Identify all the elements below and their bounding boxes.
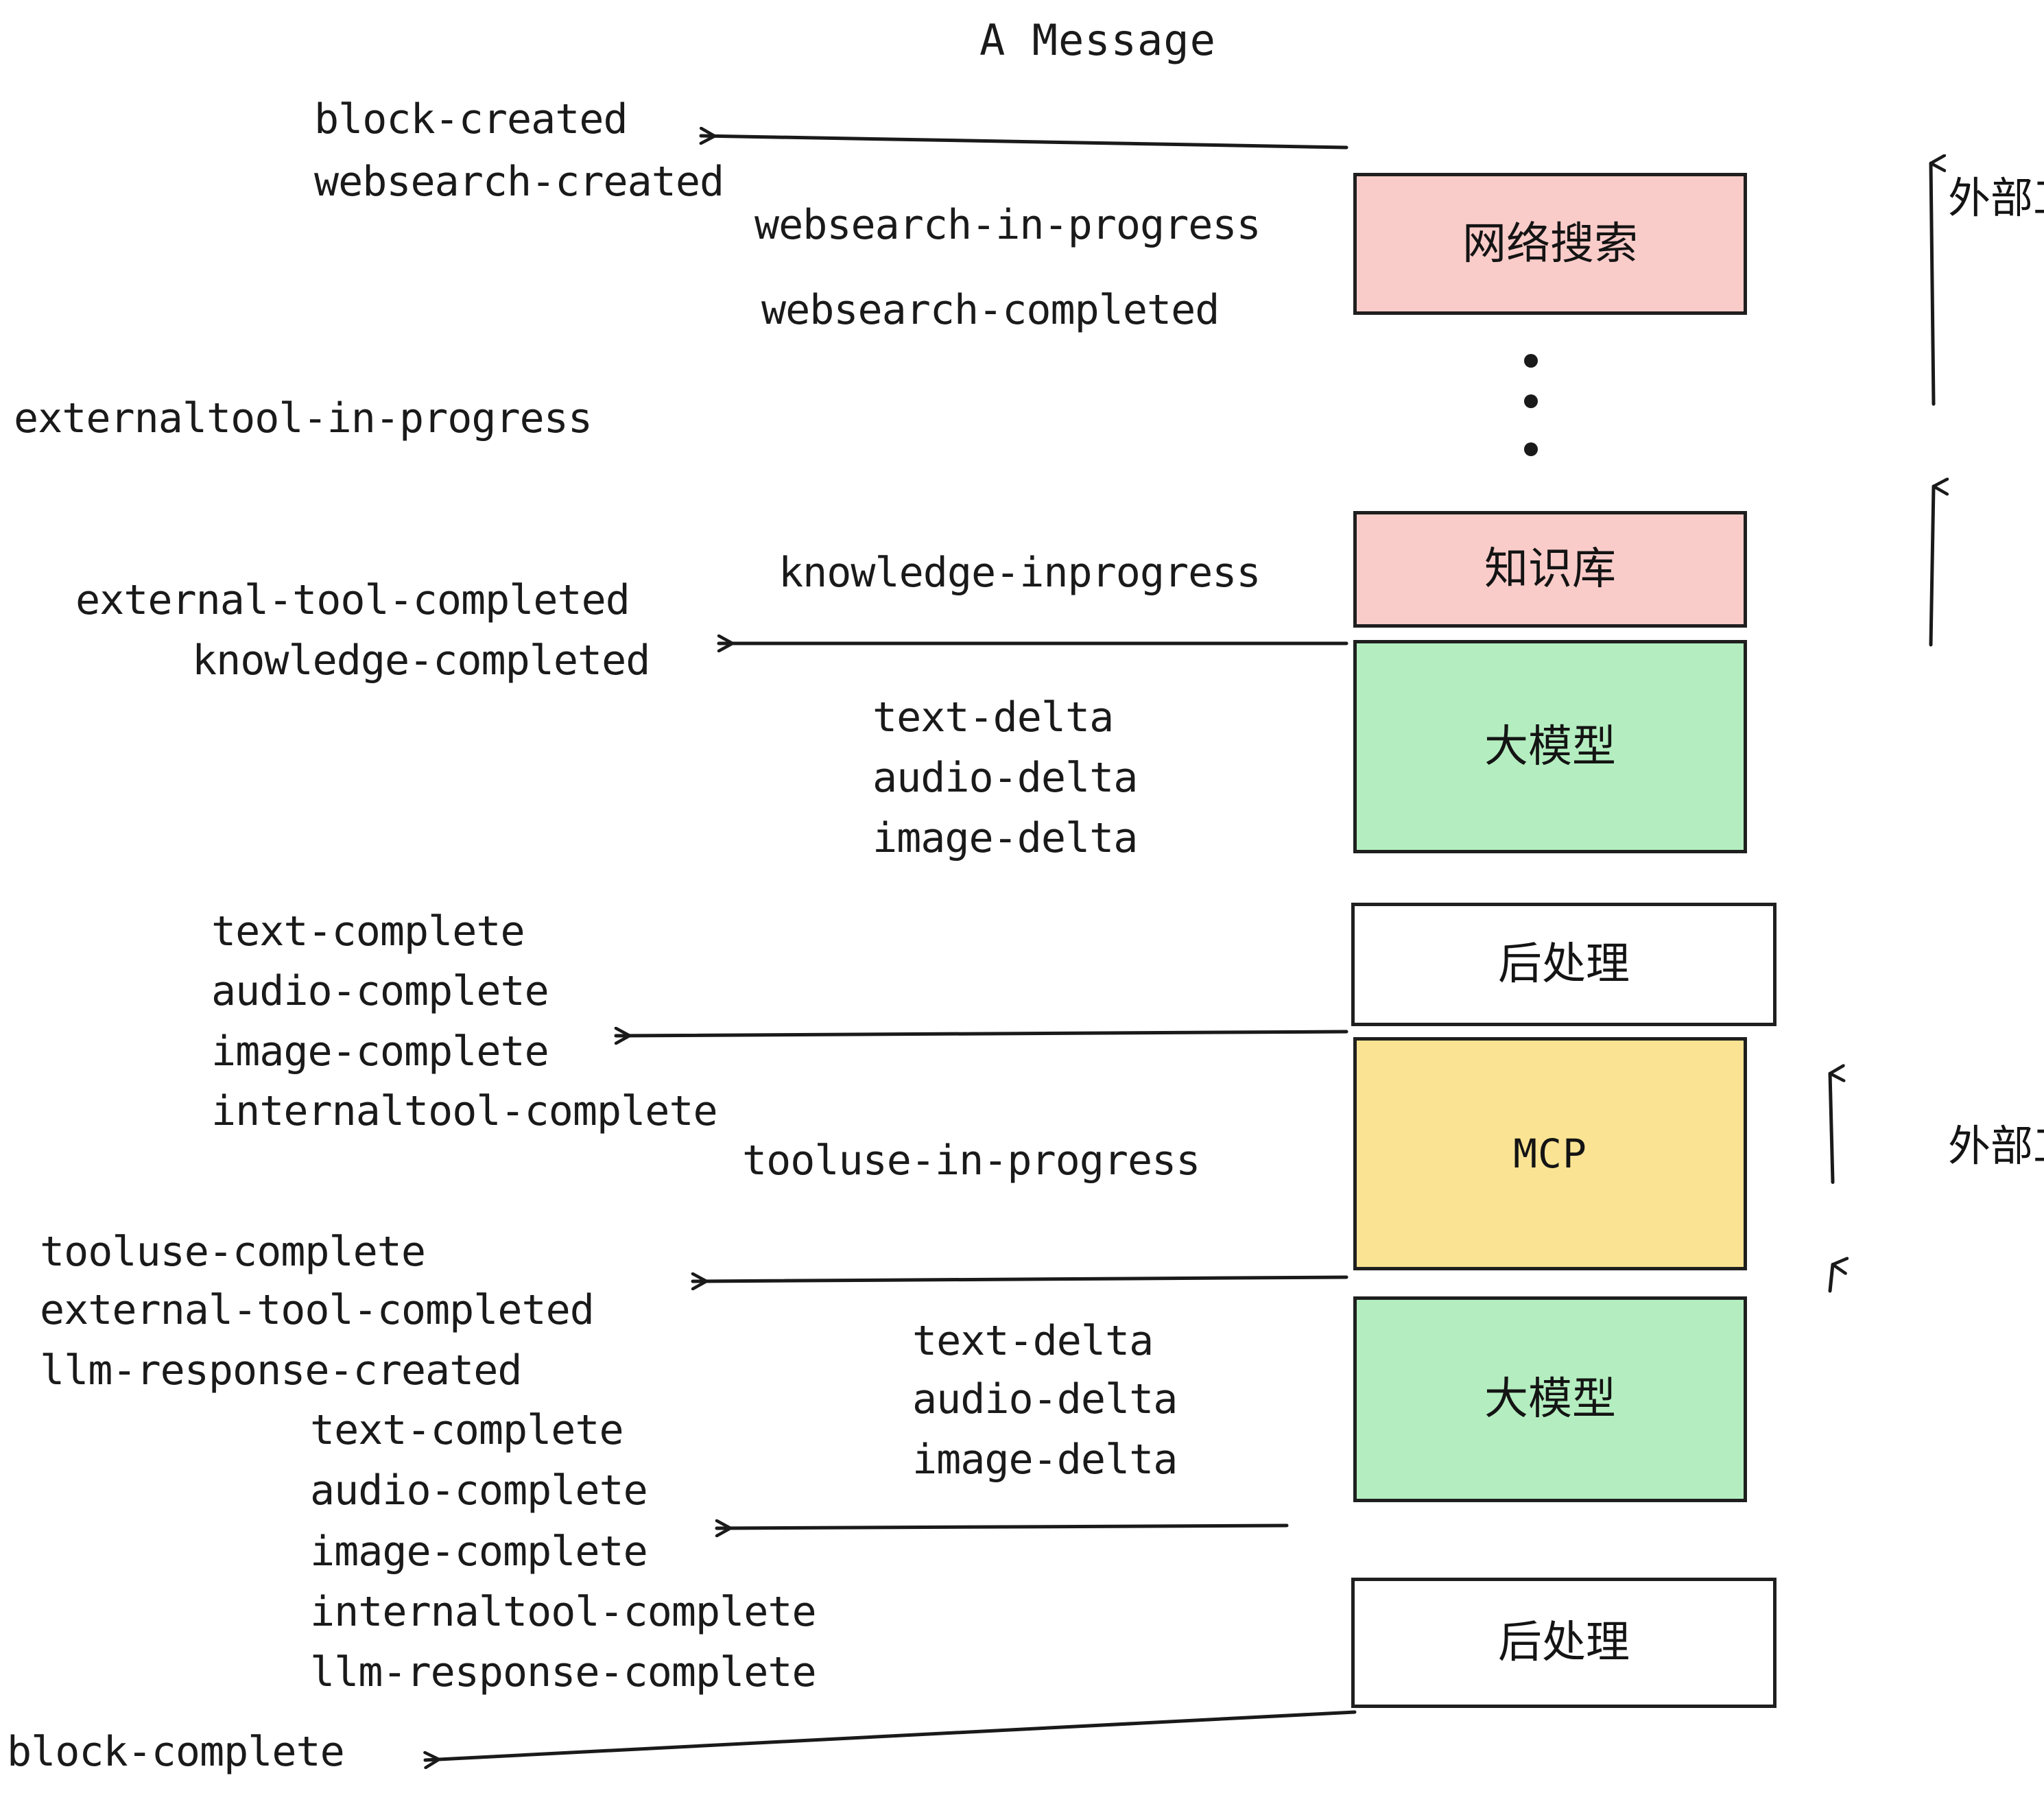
side-label-external-tool-top: 外部工具 [1948, 173, 2044, 223]
event-label-audio-complete-2: audio-complete [310, 1467, 648, 1515]
node-postprocess-2: 后处理 [1351, 1578, 1776, 1708]
arrow-block-complete [425, 1710, 1357, 1760]
event-label-image-delta-2: image-delta [912, 1436, 1178, 1484]
node-knowledge: 知识库 [1353, 511, 1747, 628]
event-label-audio-delta-1: audio-delta [872, 754, 1138, 802]
event-label-image-delta-1: image-delta [872, 814, 1138, 862]
span-external-tool-top-down [1929, 486, 1934, 647]
event-label-audio-complete-1: audio-complete [211, 967, 549, 1015]
node-label-postprocess-2: 后处理 [1498, 1617, 1630, 1668]
event-label-knowledge-inprogress: knowledge-inprogress [779, 549, 1261, 597]
event-label-tooluse-in-progress: tooluse-in-progress [742, 1137, 1200, 1185]
node-label-knowledge: 知识库 [1484, 544, 1616, 595]
arrow-image-complete [614, 1032, 1348, 1036]
ellipsis-dot [1524, 442, 1538, 456]
node-llm-1: 大模型 [1353, 640, 1747, 853]
node-websearch: 网络搜索 [1353, 173, 1747, 315]
page-title: A Message [979, 15, 1216, 65]
event-label-websearch-created: websearch-created [314, 158, 724, 206]
event-label-llm-response-created: llm-response-created [40, 1346, 522, 1394]
arrow-audio-complete [715, 1526, 1289, 1528]
node-postprocess-1: 后处理 [1351, 903, 1776, 1026]
event-label-external-tool-completed-2: external-tool-completed [40, 1286, 595, 1334]
event-label-knowledge-completed: knowledge-completed [192, 637, 650, 685]
arrow-block-created [699, 136, 1348, 150]
event-label-text-delta-1: text-delta [872, 693, 1114, 741]
event-label-image-complete-1: image-complete [211, 1028, 549, 1076]
event-label-block-created: block-created [314, 95, 628, 143]
node-label-mcp: MCP [1513, 1130, 1587, 1177]
event-label-internaltool-complete-2: internaltool-complete [310, 1588, 817, 1636]
event-label-text-delta-2: text-delta [912, 1317, 1154, 1365]
node-label-postprocess-1: 后处理 [1498, 939, 1630, 990]
node-mcp: MCP [1353, 1037, 1747, 1270]
event-label-internaltool-complete-1: internaltool-complete [211, 1087, 718, 1135]
ellipsis-dot [1524, 354, 1538, 368]
event-label-tooluse-complete: tooluse-complete [40, 1228, 426, 1276]
span-external-tool-mid-down [1828, 1265, 1833, 1293]
span-arrow-group [1828, 163, 1934, 1293]
side-label-external-tool-mid: 外部工具 [1948, 1121, 2044, 1171]
event-arrow-group [425, 136, 1357, 1760]
span-external-tool-mid-up [1828, 1073, 1833, 1184]
node-label-llm-2: 大模型 [1484, 1374, 1616, 1425]
node-llm-2: 大模型 [1353, 1296, 1747, 1502]
event-label-websearch-in-progress: websearch-in-progress [754, 201, 1261, 249]
event-label-externaltool-in-progress: externaltool-in-progress [14, 394, 593, 442]
node-label-websearch: 网络搜索 [1462, 218, 1638, 270]
node-label-llm-1: 大模型 [1484, 721, 1616, 772]
event-label-websearch-completed: websearch-completed [761, 286, 1220, 334]
span-external-tool-top-up [1929, 163, 1934, 406]
event-label-external-tool-completed-1: external-tool-completed [75, 576, 630, 624]
event-label-audio-delta-2: audio-delta [912, 1375, 1178, 1423]
arrow-tooluse-done [691, 1277, 1348, 1281]
event-label-image-complete-2: image-complete [310, 1528, 648, 1576]
event-label-llm-response-complete: llm-response-complete [310, 1648, 817, 1696]
ellipsis-dot [1524, 394, 1538, 408]
event-label-text-complete-1: text-complete [211, 907, 525, 956]
event-label-text-complete-2: text-complete [310, 1406, 624, 1454]
event-label-block-complete: block-complete [7, 1728, 345, 1776]
